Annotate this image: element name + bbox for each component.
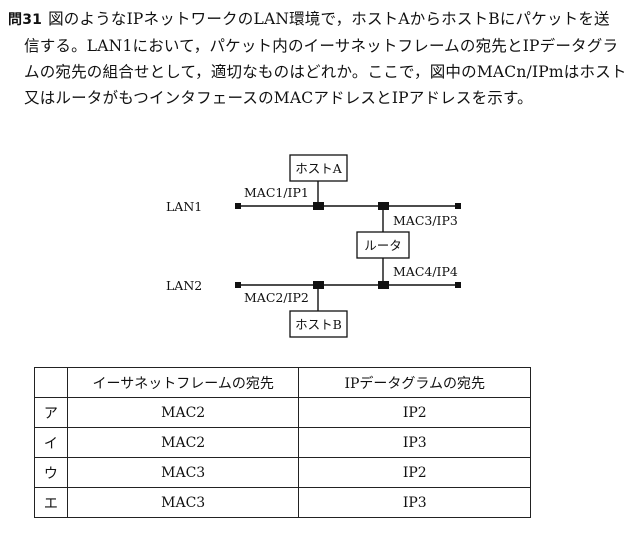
- host-a-label: ホストA: [295, 161, 343, 176]
- choice-label: ア: [34, 397, 68, 428]
- ip-destination: IP3: [298, 427, 531, 458]
- host-b-interface: [313, 281, 324, 289]
- choice-label: イ: [34, 427, 68, 458]
- answer-row-i[interactable]: イ MAC2 IP3: [34, 427, 531, 458]
- host-b-box: [289, 310, 348, 338]
- answer-row-e[interactable]: エ MAC3 IP3: [34, 487, 531, 518]
- router-interface-lan2: [378, 281, 389, 289]
- mac3-ip3-label: MAC3/IP3: [393, 213, 458, 228]
- answer-table-header: イーサネットフレームの宛先 IPデータグラムの宛先: [34, 367, 531, 398]
- header-ethernet-destination: イーサネットフレームの宛先: [66, 367, 300, 398]
- network-diagram: ホストA ルータ ホストB LAN1 LAN2 MAC1/IP1 MAC3/IP…: [166, 154, 461, 338]
- lan2-right-terminator: [455, 282, 461, 288]
- router-interface-lan1: [378, 202, 389, 210]
- lan1-label: LAN1: [166, 199, 202, 214]
- lan2-left-terminator: [235, 282, 241, 288]
- choice-label: エ: [34, 487, 68, 518]
- ip-destination: IP2: [298, 397, 531, 428]
- ethernet-destination: MAC2: [66, 397, 300, 428]
- host-a-box: [289, 154, 348, 182]
- choice-label: ウ: [34, 457, 68, 488]
- ethernet-destination: MAC3: [66, 487, 300, 518]
- router-label: ルータ: [364, 238, 402, 253]
- header-ip-destination: IPデータグラムの宛先: [298, 367, 531, 398]
- host-a-interface: [313, 202, 324, 210]
- question-line-4: 又はルータがもつインタフェースのMACアドレスとIPアドレスを示す。: [24, 89, 533, 107]
- question-line-3: ムの宛先の組合せとして，適切なものはどれか。ここで，図中のMACn/IPmはホス…: [24, 63, 627, 81]
- question-line-2: 信する。LAN1において，パケット内のイーサネットフレームの宛先とIPデータグラ: [24, 37, 619, 55]
- mac2-ip2-label: MAC2/IP2: [244, 290, 309, 305]
- mac4-ip4-label: MAC4/IP4: [393, 264, 458, 279]
- router-box: [356, 231, 410, 259]
- ip-destination: IP3: [298, 487, 531, 518]
- answer-table: イーサネットフレームの宛先 IPデータグラムの宛先 ア MAC2 IP2 イ M…: [34, 367, 531, 518]
- answer-row-u[interactable]: ウ MAC3 IP2: [34, 457, 531, 488]
- question-line-1-text: 図のようなIPネットワークのLAN環境で，ホストAからホストBにパケットを送: [48, 10, 610, 28]
- lan2-label: LAN2: [166, 278, 202, 293]
- ip-destination: IP2: [298, 457, 531, 488]
- ethernet-destination: MAC2: [66, 427, 300, 458]
- lan1-left-terminator: [235, 203, 241, 209]
- mac1-ip1-label: MAC1/IP1: [244, 185, 309, 200]
- question-number: 問31: [8, 12, 43, 28]
- question-text: 問31 図のようなIPネットワークのLAN環境で，ホストAからホストBにパケットを…: [8, 6, 626, 111]
- question-line-1: 問31 図のようなIPネットワークのLAN環境で，ホストAからホストBにパケットを…: [8, 6, 626, 33]
- answer-row-a[interactable]: ア MAC2 IP2: [34, 397, 531, 428]
- lan1-right-terminator: [455, 203, 461, 209]
- header-blank: [34, 367, 68, 398]
- ethernet-destination: MAC3: [66, 457, 300, 488]
- host-b-label: ホストB: [295, 317, 342, 332]
